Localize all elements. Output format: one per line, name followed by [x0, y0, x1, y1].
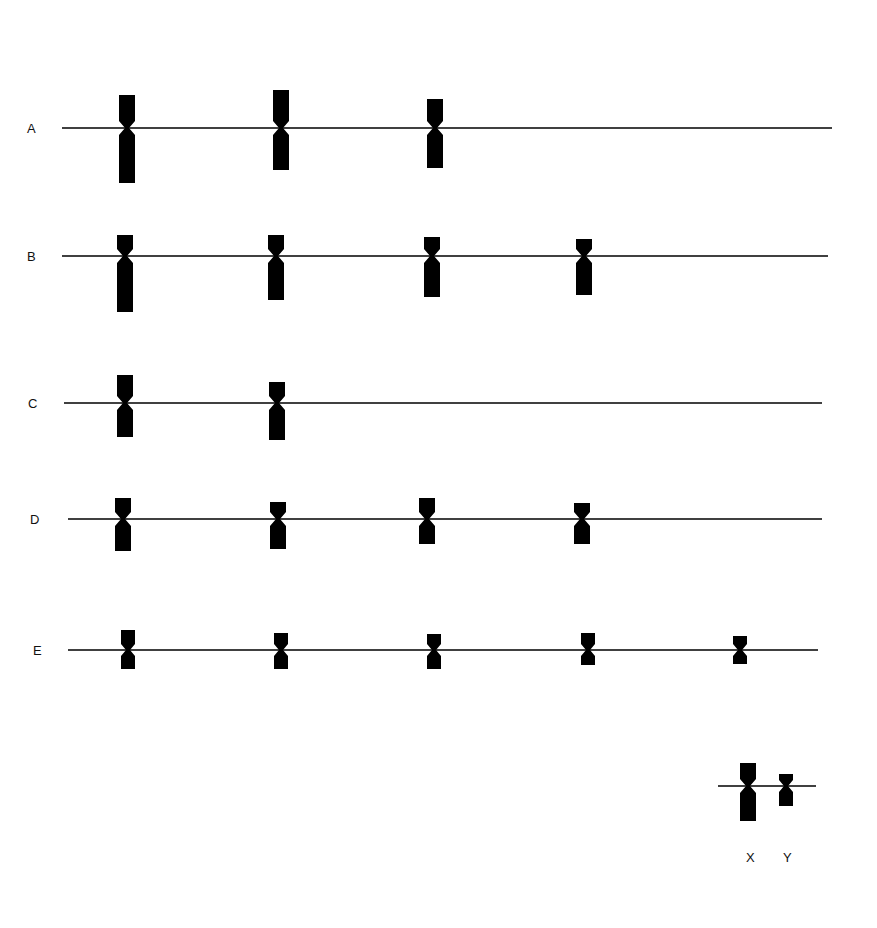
chromosome — [121, 630, 135, 669]
chromosome — [274, 633, 288, 669]
chromosome — [427, 634, 441, 669]
chromosome — [424, 237, 440, 297]
chromosome — [733, 636, 747, 664]
chromosome — [117, 235, 133, 312]
chromosome — [115, 498, 131, 551]
row-line — [68, 649, 818, 651]
chromosome — [576, 239, 592, 295]
chromosome — [779, 774, 793, 806]
row-label: E — [33, 644, 42, 657]
row-label: A — [27, 122, 36, 135]
chromosome — [119, 95, 135, 183]
row-label: X — [746, 851, 755, 864]
chromosome — [268, 235, 284, 300]
row-line — [64, 402, 822, 404]
chromosome — [581, 633, 595, 665]
chromosome — [117, 375, 133, 437]
chromosome — [427, 99, 443, 168]
row-label: C — [28, 397, 37, 410]
row-label: Y — [783, 851, 792, 864]
chromosome — [273, 90, 289, 170]
row-label: D — [30, 513, 39, 526]
chromosome — [419, 498, 435, 544]
chromosome — [270, 502, 286, 549]
chromosome — [269, 382, 285, 440]
chromosome — [740, 763, 756, 821]
row-line — [68, 518, 822, 520]
chromosomes — [115, 90, 793, 821]
row-label: B — [27, 250, 36, 263]
row-line — [62, 127, 832, 129]
row-line — [62, 255, 828, 257]
row-line — [718, 785, 816, 787]
row-lines — [62, 128, 832, 786]
chromosome — [574, 503, 590, 544]
